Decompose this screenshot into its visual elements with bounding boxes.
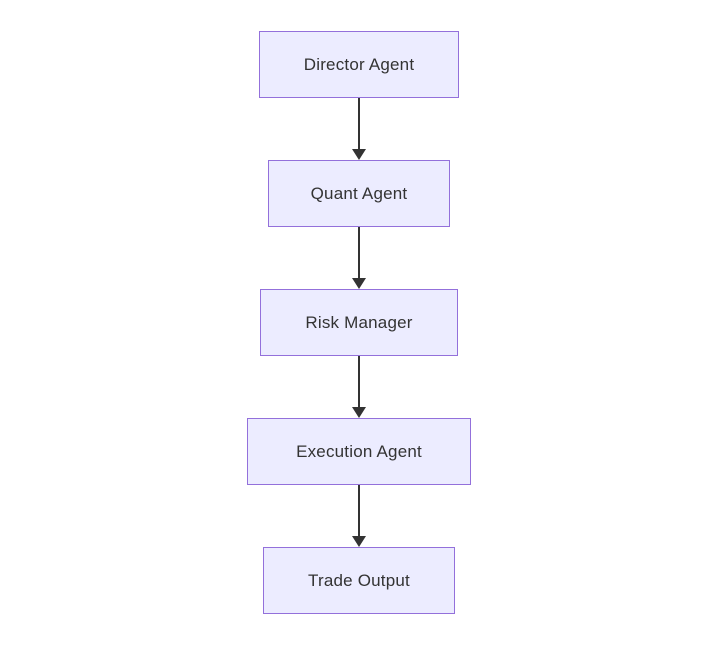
node-label: Director Agent xyxy=(303,55,415,74)
node-label: Quant Agent xyxy=(310,184,408,203)
edge-line xyxy=(358,98,360,149)
edge-risk-to-execution xyxy=(351,356,367,418)
edge-quant-to-risk xyxy=(351,227,367,289)
arrowhead-down-icon xyxy=(352,149,366,160)
edge-director-to-quant xyxy=(351,98,367,160)
arrowhead-down-icon xyxy=(352,536,366,547)
edge-line xyxy=(358,356,360,407)
arrowhead-down-icon xyxy=(352,278,366,289)
node-quant-agent: Quant Agent xyxy=(267,160,451,227)
node-label: Execution Agent xyxy=(296,442,422,461)
edge-execution-to-trade xyxy=(351,485,367,547)
arrowhead-down-icon xyxy=(352,407,366,418)
edge-line xyxy=(358,227,360,278)
node-label: Risk Manager xyxy=(305,313,413,332)
node-label: Trade Output xyxy=(308,571,410,590)
node-risk-manager: Risk Manager xyxy=(260,289,458,356)
node-trade-output: Trade Output xyxy=(263,547,455,614)
node-execution-agent: Execution Agent xyxy=(247,418,471,485)
edge-line xyxy=(358,485,360,536)
node-director-agent: Director Agent xyxy=(258,31,460,98)
